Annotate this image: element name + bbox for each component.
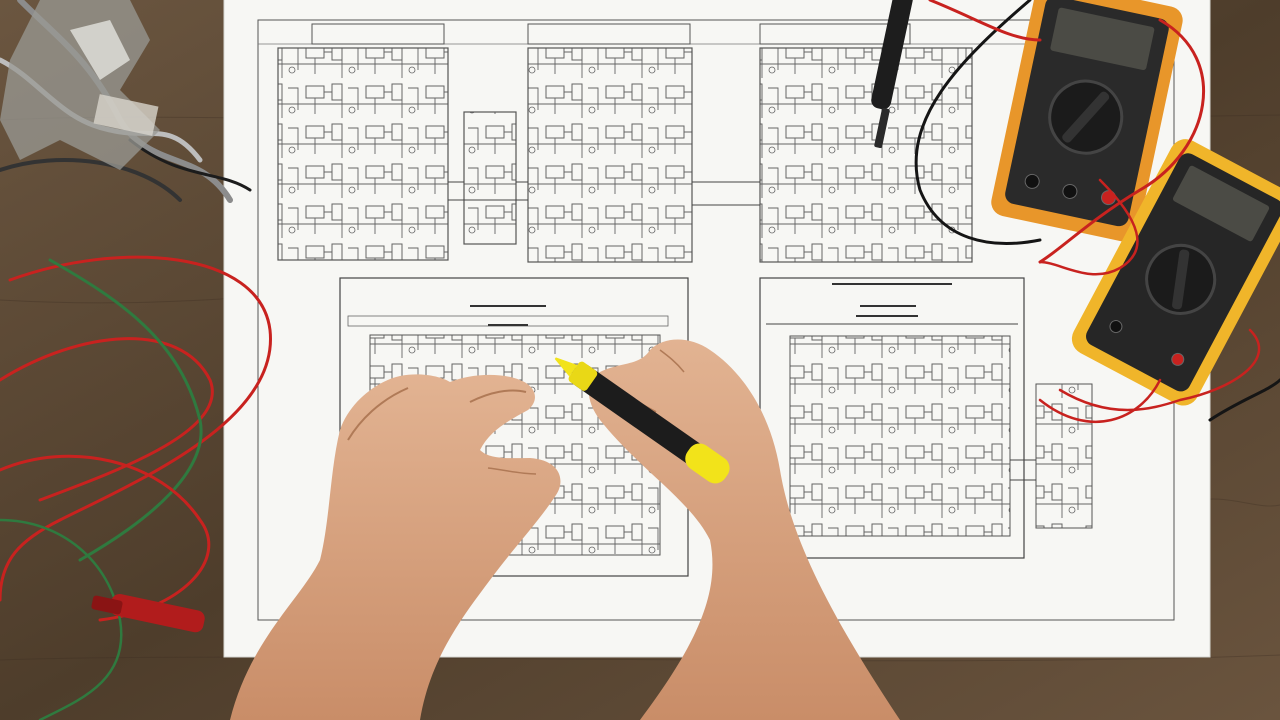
multimeter-display <box>1172 165 1270 242</box>
title-box-2 <box>527 23 691 45</box>
schematic-panel-1 <box>277 47 449 261</box>
connector-lines <box>448 181 760 206</box>
schematic-panel-7 <box>1035 383 1093 529</box>
crumpled-components <box>0 0 160 170</box>
multimeter-orange <box>991 0 1183 242</box>
schematic-panel-4 <box>759 47 973 263</box>
probe-tip <box>871 0 913 149</box>
title-box-3 <box>759 23 911 45</box>
yellow-highlighter <box>554 357 730 484</box>
alligator-clip <box>91 593 205 633</box>
probe-leads <box>914 0 1280 424</box>
title-box-1 <box>311 23 445 45</box>
multimeter-display <box>1050 7 1155 71</box>
left-hand <box>230 374 561 720</box>
schematic-panel-3 <box>527 47 693 263</box>
schematic-panel-2 <box>463 111 517 245</box>
multimeter-yellow <box>1071 139 1280 406</box>
